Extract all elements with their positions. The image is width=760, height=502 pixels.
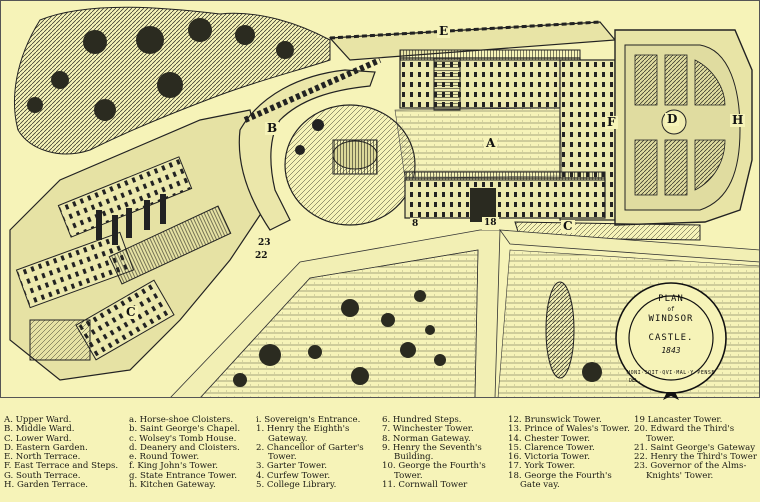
legend-item: d. Deanery and Cloisters. bbox=[129, 442, 240, 453]
legend-item: D. Eastern Garden. bbox=[4, 442, 88, 453]
round-tower-mound bbox=[284, 104, 416, 226]
castle-map-illustration bbox=[0, 0, 760, 398]
map-label-c-south: C bbox=[561, 219, 575, 233]
legend-item: f. King John's Tower. bbox=[129, 461, 219, 472]
legend-col-towers-c: 19 Lancaster Tower. 20. Edward the Third… bbox=[634, 415, 757, 481]
legend-item: 9. Henry the Seventh's bbox=[382, 442, 482, 453]
legend-col-letters: a. Horse-shoe Cloisters. b. Saint George… bbox=[129, 415, 241, 491]
legend-item: A. Upper Ward. bbox=[4, 415, 72, 425]
legend-item: Gate vay. bbox=[520, 480, 560, 491]
lower-ward-buildings bbox=[9, 109, 271, 381]
legend-item: Gateway. bbox=[268, 433, 308, 444]
garter-ring bbox=[615, 282, 727, 400]
legend-item: C. Lower Ward. bbox=[4, 433, 72, 444]
legend-item: G. South Terrace. bbox=[4, 470, 81, 481]
legend-item: 8. Norman Gateway. bbox=[382, 433, 471, 444]
legend-item: Tower. bbox=[268, 452, 297, 463]
legend-col-gates: i. Sovereign's Entrance. 1. Henry the Ei… bbox=[256, 415, 364, 491]
legend-item: 6. Hundred Steps. bbox=[382, 415, 462, 425]
legend-item: 17. York Tower. bbox=[508, 461, 576, 472]
map-label-f: F bbox=[605, 115, 618, 129]
eastern-garden bbox=[614, 29, 753, 226]
home-park bbox=[199, 249, 479, 398]
seal-windsor: WINDSOR bbox=[648, 314, 694, 324]
woodland-top bbox=[13, 6, 331, 155]
map-label-d: D bbox=[665, 112, 680, 126]
legend-item: i. Sovereign's Entrance. bbox=[256, 415, 361, 425]
legend-item: 20. Edward the Third's bbox=[634, 424, 735, 435]
legend-item: a. Horse-shoe Cloisters. bbox=[129, 415, 234, 425]
upper-ward-quad bbox=[394, 107, 563, 179]
map-label-a: A bbox=[484, 136, 498, 150]
legend-item: Tower. bbox=[646, 433, 675, 444]
map-label-18: 18 bbox=[482, 217, 499, 230]
seal-plan: PLAN bbox=[658, 294, 684, 304]
seal-castle: CASTLE. bbox=[648, 333, 694, 343]
legend-item: c. Wolsey's Tomb House. bbox=[129, 433, 237, 444]
legend-item: h. Kitchen Gateway. bbox=[129, 480, 216, 491]
legend-item: 22. Henry the Third's Tower bbox=[634, 452, 757, 463]
legend-col-towers-a: 6. Hundred Steps. 7. Winchester Tower. 8… bbox=[382, 415, 486, 491]
legend-item: b. Saint George's Chapel. bbox=[129, 424, 241, 435]
seal-of: of bbox=[667, 306, 675, 313]
upper-ward-buildings bbox=[399, 49, 616, 222]
seal-maker: DEL. bbox=[629, 378, 642, 384]
legend-item: 5. College Library. bbox=[256, 480, 337, 491]
map-label-e: E bbox=[437, 24, 451, 38]
map-label-8: 8 bbox=[410, 218, 421, 231]
legend-item: 18. George the Fourth's bbox=[508, 470, 612, 481]
seal-motto: HONI·SOIT·QVI·MAL·Y·PENSE bbox=[627, 370, 715, 376]
map-legend: A. Upper Ward. B. Middle Ward. C. Lower … bbox=[0, 400, 760, 502]
legend-item: 13. Prince of Wales's Tower. bbox=[508, 424, 630, 435]
legend-item: 21. Saint George's Gateway bbox=[634, 442, 756, 453]
legend-item: e. Round Tower. bbox=[129, 452, 200, 463]
legend-item: E. North Terrace. bbox=[4, 452, 81, 463]
legend-item: 2. Chancellor of Garter's bbox=[256, 442, 364, 453]
legend-item: 15. Clarence Tower. bbox=[508, 442, 595, 453]
legend-item: 16. Victoria Tower. bbox=[508, 452, 590, 463]
map-label-c-lower: C bbox=[124, 305, 138, 319]
seal-year: 1843 bbox=[661, 346, 681, 355]
legend-col-wards: A. Upper Ward. B. Middle Ward. C. Lower … bbox=[4, 415, 119, 491]
plan-title-seal: PLAN of WINDSOR CASTLE. 1843 HONI·SOIT·Q… bbox=[611, 282, 731, 402]
legend-item: F. East Terrace and Steps. bbox=[4, 461, 119, 472]
legend-item: B. Middle Ward. bbox=[4, 424, 75, 435]
legend-item: H. Garden Terrace. bbox=[4, 480, 89, 491]
legend-item: Knights' Tower. bbox=[646, 470, 714, 481]
map-label-23: 23 bbox=[256, 237, 273, 250]
legend-item: 14. Chester Tower. bbox=[508, 433, 590, 444]
legend-item: 7. Winchester Tower. bbox=[382, 424, 474, 435]
legend-item: 4. Curfew Tower. bbox=[256, 470, 331, 481]
legend-item: 1. Henry the Eighth's bbox=[256, 424, 350, 435]
map-label-b: B bbox=[265, 121, 280, 135]
legend-col-towers-b: 12. Brunswick Tower. 13. Prince of Wales… bbox=[508, 415, 630, 491]
legend-item: Building. bbox=[394, 452, 434, 463]
legend-item: 3. Garter Tower. bbox=[256, 461, 327, 472]
legend-item: g. State Entrance Tower. bbox=[129, 470, 237, 481]
map-label-h: H bbox=[730, 113, 746, 127]
legend-item: 10. George the Fourth's bbox=[382, 461, 486, 472]
legend-item: Tower. bbox=[394, 470, 423, 481]
legend-item: 19 Lancaster Tower. bbox=[634, 415, 723, 425]
legend-item: 12. Brunswick Tower. bbox=[508, 415, 602, 425]
map-label-22: 22 bbox=[253, 250, 270, 263]
legend-item: 23. Governor of the Alms- bbox=[634, 461, 747, 472]
legend-item: 11. Cornwall Tower bbox=[382, 480, 468, 491]
